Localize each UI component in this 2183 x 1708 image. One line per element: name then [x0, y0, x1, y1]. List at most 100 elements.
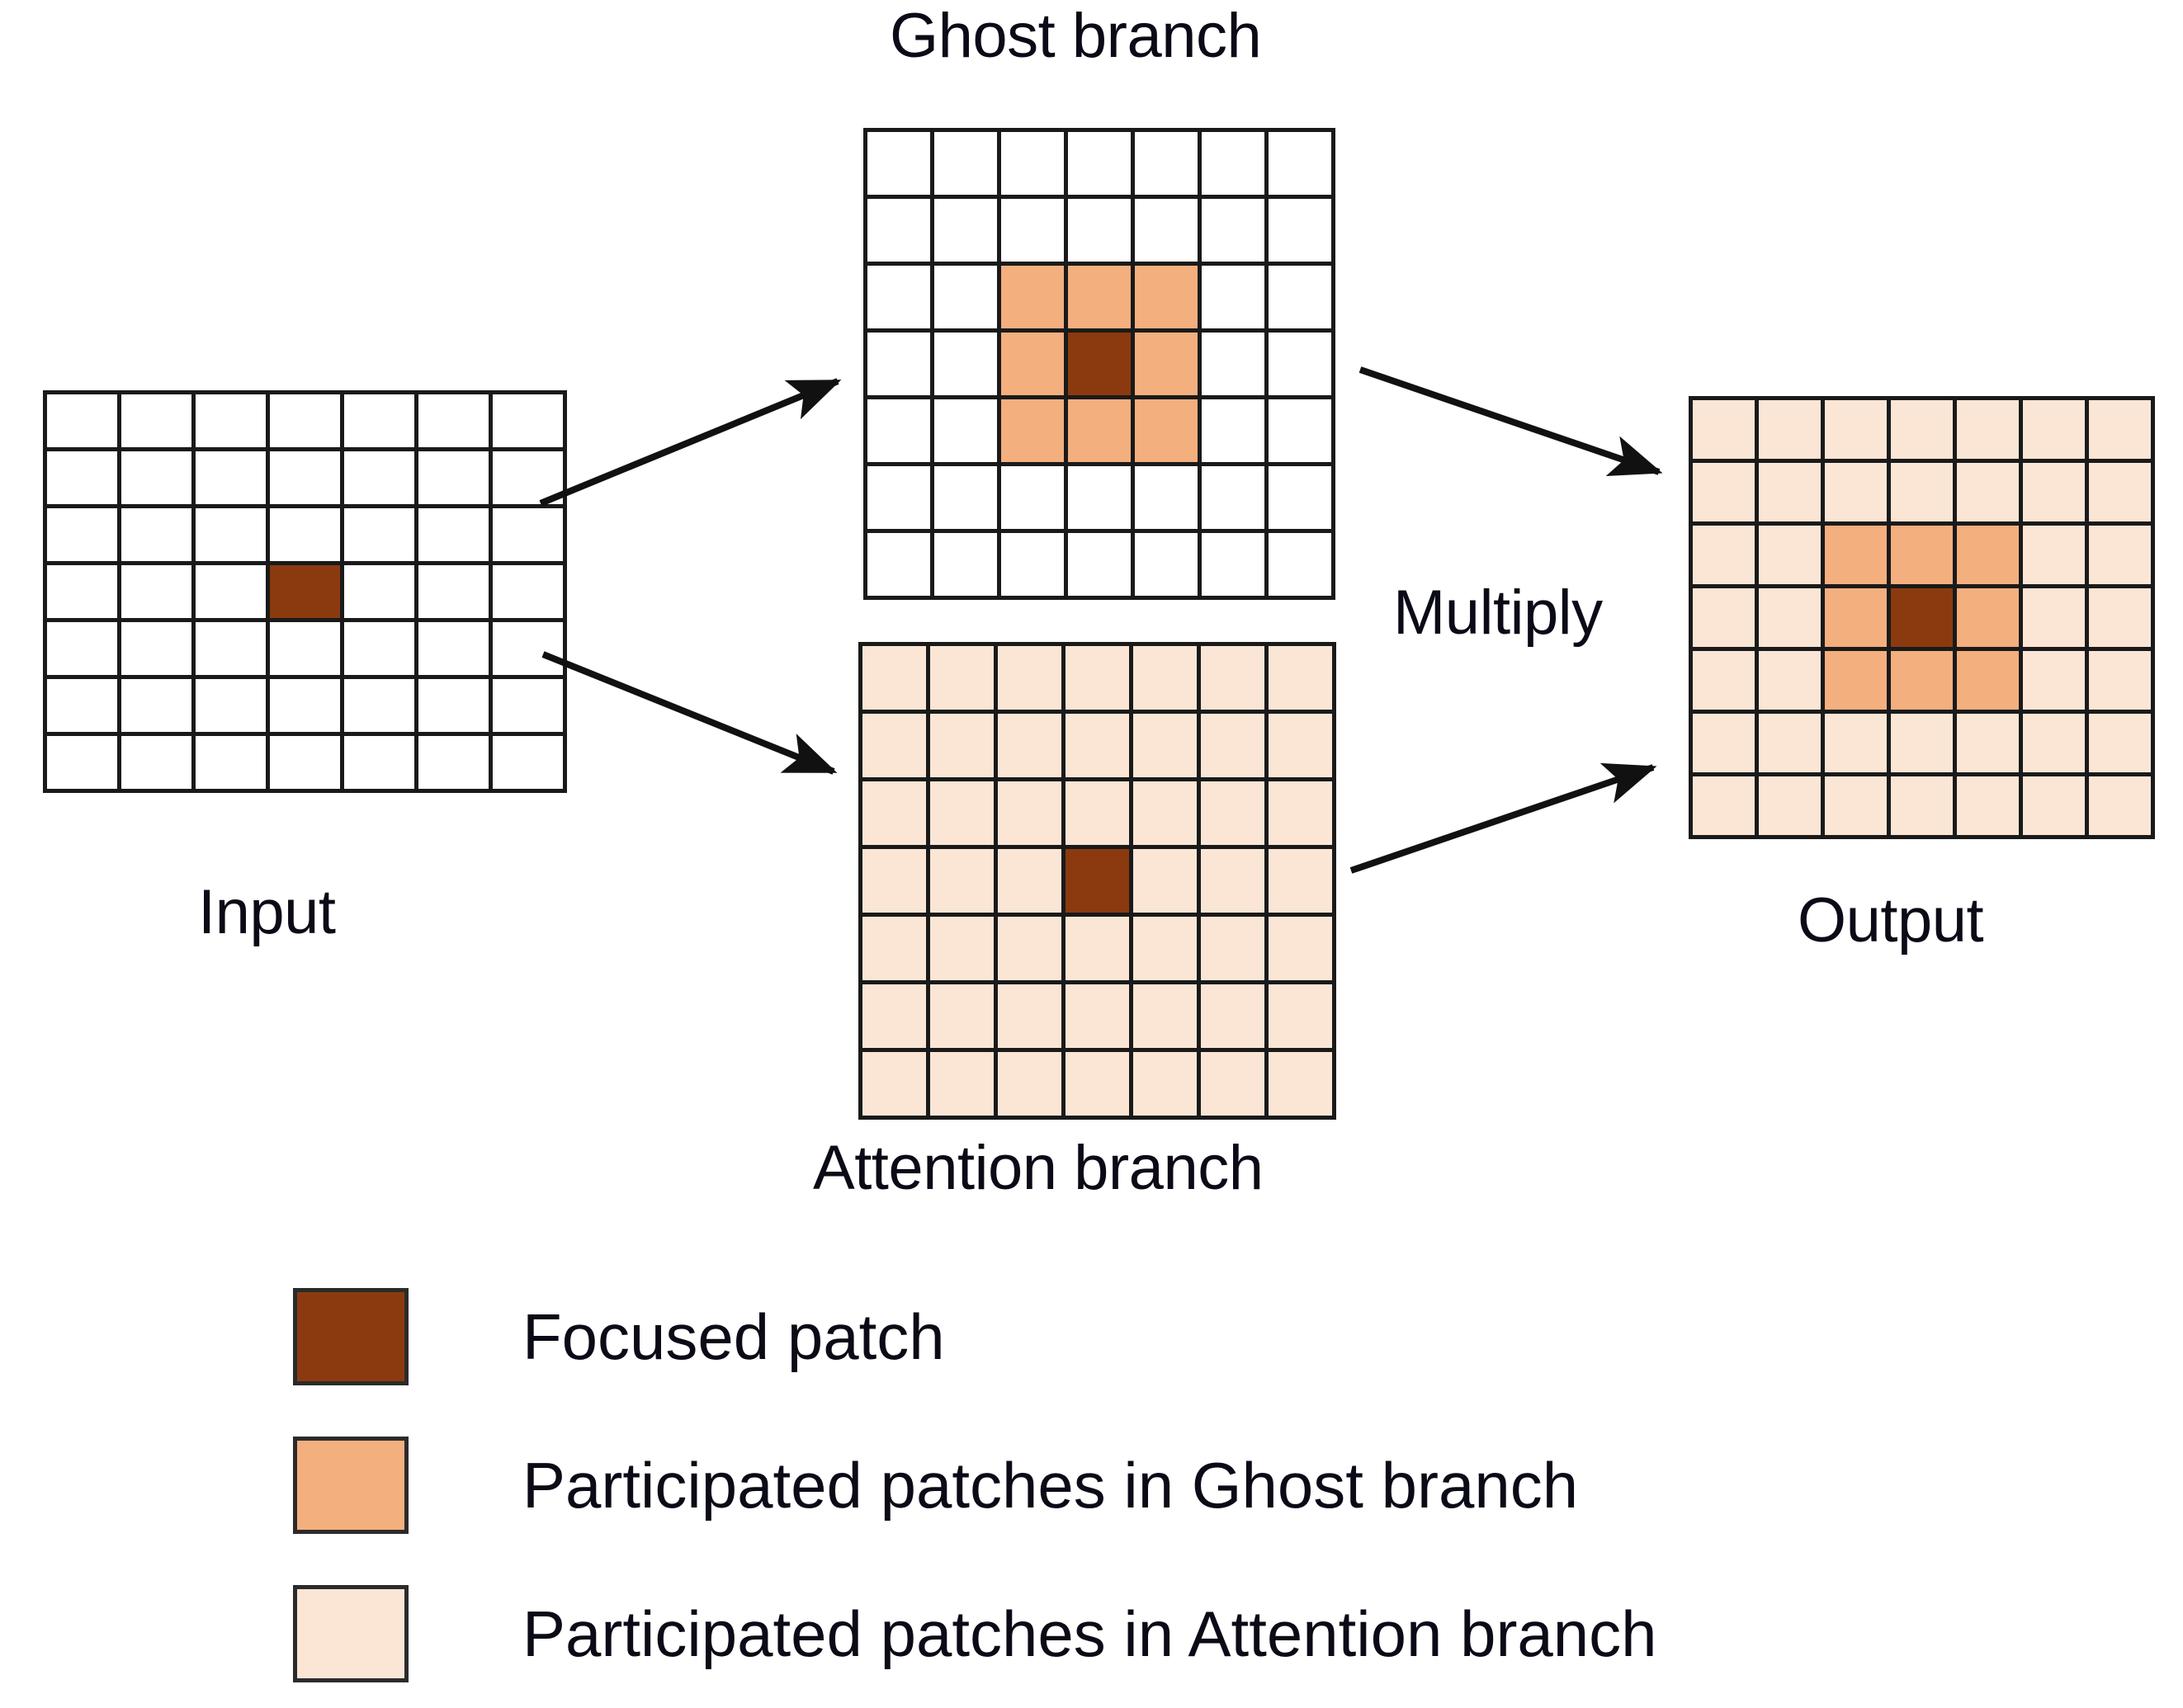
ghost-branch-title: Ghost branch [890, 1, 1262, 71]
multiply-label: Multiply [1393, 578, 1603, 648]
grid-cell [1066, 849, 1133, 917]
grid-cell [1759, 651, 1825, 714]
grid-cell [1133, 714, 1201, 781]
grid-cell [930, 714, 998, 781]
grid-cell [1825, 651, 1891, 714]
grid-cell [934, 266, 1001, 333]
grid-cell [1202, 199, 1269, 266]
grid-cell [862, 917, 930, 984]
grid-cell [1202, 533, 1269, 600]
grid-cell [1133, 849, 1201, 917]
grid-cell [121, 736, 196, 793]
grid-cell [47, 622, 121, 679]
arrow-attention-to-output [1349, 762, 1657, 874]
grid-cell [1693, 588, 1759, 651]
grid-cell [1825, 400, 1891, 463]
grid-cell [1269, 399, 1335, 466]
grid-cell [2023, 400, 2089, 463]
grid-cell [998, 984, 1066, 1052]
grid-ghost-branch [863, 128, 1335, 600]
grid-cell [1957, 714, 2023, 776]
grid-cell [1201, 646, 1269, 714]
grid-cell [1891, 463, 1957, 526]
grid-cell [1759, 400, 1825, 463]
grid-cell [930, 984, 998, 1052]
legend: Focused patch Participated patches in Gh… [293, 1262, 1944, 1708]
grid-cell [47, 508, 121, 565]
grid-cell [1759, 588, 1825, 651]
grid-cell [998, 646, 1066, 714]
grid-cell [2023, 463, 2089, 526]
grid-cell [930, 781, 998, 849]
grid-cell [934, 466, 1001, 533]
grid-cell [1825, 776, 1891, 839]
grid-cell [1068, 266, 1135, 333]
grid-cell [2023, 776, 2089, 839]
grid-cell [1201, 917, 1269, 984]
grid-cell [1201, 714, 1269, 781]
grid-cell [934, 399, 1001, 466]
grid-cell [1825, 526, 1891, 588]
grid-cell [1135, 199, 1202, 266]
legend-item-attention-patch: Participated patches in Attention branch [293, 1559, 1944, 1708]
grid-cell [1759, 526, 1825, 588]
grid-cell [867, 399, 934, 466]
grid-cell [1759, 714, 1825, 776]
grid-cell [2089, 526, 2155, 588]
grid-cell [1693, 776, 1759, 839]
grid-cell [270, 736, 344, 793]
grid-cell [862, 646, 930, 714]
grid-cell [2089, 463, 2155, 526]
grid-cell [1269, 466, 1335, 533]
grid-cell [1066, 984, 1133, 1052]
grid-cell [1202, 266, 1269, 333]
grid-cell [493, 451, 567, 508]
grid-cell [196, 451, 270, 508]
grid-output [1689, 396, 2155, 839]
grid-cell [344, 679, 418, 736]
grid-cell [930, 1052, 998, 1120]
grid-cell [47, 451, 121, 508]
grid-cell [1269, 849, 1336, 917]
grid-cell [1693, 714, 1759, 776]
grid-cell [418, 622, 493, 679]
grid-cell [196, 622, 270, 679]
grid-cell [1135, 333, 1202, 399]
grid-cell [2023, 526, 2089, 588]
grid-cell [1269, 1052, 1336, 1120]
legend-swatch-attention-patch [293, 1585, 409, 1682]
grid-cell [862, 849, 930, 917]
grid-cell [196, 394, 270, 451]
grid-cell [930, 849, 998, 917]
grid-cell [418, 679, 493, 736]
input-label: Input [198, 877, 336, 947]
grid-cell [862, 1052, 930, 1120]
grid-cell [934, 199, 1001, 266]
grid-cell [1957, 400, 2023, 463]
grid-cell [418, 736, 493, 793]
grid-cell [344, 736, 418, 793]
grid-cell [862, 781, 930, 849]
grid-cell [930, 917, 998, 984]
grid-cell [1201, 781, 1269, 849]
grid-cell [1135, 533, 1202, 600]
grid-cell [1201, 849, 1269, 917]
grid-cell [1001, 533, 1068, 600]
arrow-input-to-attention [541, 651, 838, 775]
arrow-input-to-ghost [539, 378, 842, 507]
grid-cell [1693, 526, 1759, 588]
grid-cell [1269, 646, 1336, 714]
grid-cell [998, 1052, 1066, 1120]
grid-cell [344, 508, 418, 565]
grid-cell [1001, 132, 1068, 199]
grid-cell [1825, 463, 1891, 526]
grid-cell [418, 394, 493, 451]
grid-cell [1133, 781, 1201, 849]
grid-cell [418, 508, 493, 565]
grid-cell [1693, 463, 1759, 526]
grid-cell [1891, 526, 1957, 588]
grid-cell [2023, 714, 2089, 776]
grid-cell [2089, 714, 2155, 776]
grid-cell [1957, 651, 2023, 714]
